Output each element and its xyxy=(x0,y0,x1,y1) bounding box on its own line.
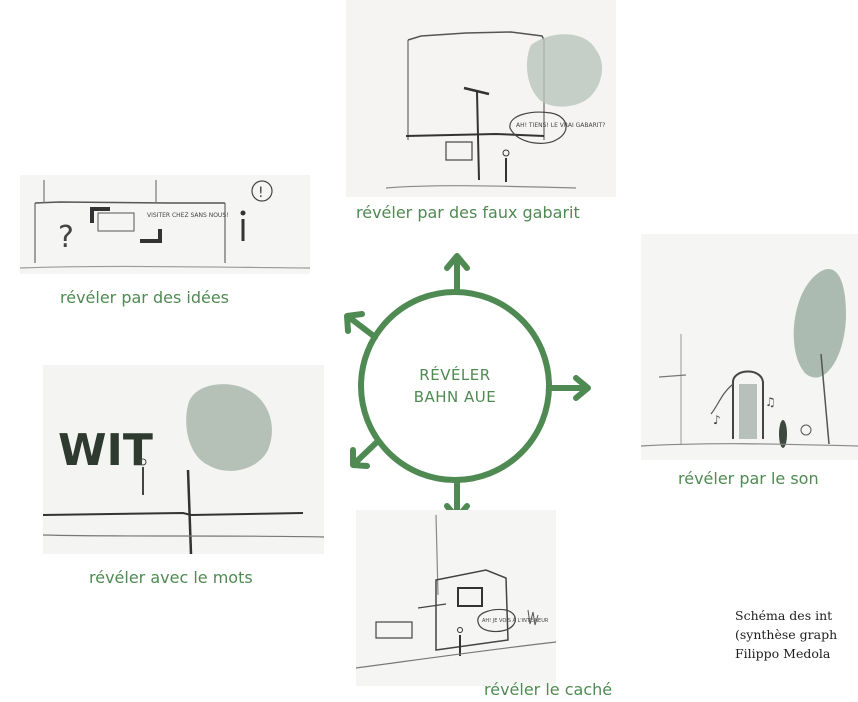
sketch-mots-drawing: WIT xyxy=(43,365,324,554)
sketch-faux-gabarit-drawing: AH! TIENS! LE VRAI GABARIT? xyxy=(346,0,616,197)
ideas-exclaim-mark: ! xyxy=(258,185,264,201)
svg-text:♫: ♫ xyxy=(765,395,776,409)
credit-line-1: Schéma des int xyxy=(735,608,833,623)
center-circle xyxy=(358,289,552,483)
arrow-up-left xyxy=(344,311,378,340)
sketch-idees-drawing: ? VISITER CHEZ SANS NOUS! ! xyxy=(20,175,310,274)
center-title-line-1: RÉVÉLER xyxy=(419,366,491,384)
svg-text:♪: ♪ xyxy=(713,413,721,427)
sketch-idees: ? VISITER CHEZ SANS NOUS! ! xyxy=(20,175,310,274)
gabarit-speech-text: AH! TIENS! LE VRAI GABARIT? xyxy=(516,122,605,129)
arrow-right xyxy=(547,375,591,401)
sketch-son-drawing: ♪ ♫ xyxy=(641,234,858,460)
center-title-line-2: BAHN AUE xyxy=(413,388,497,406)
arrow-down-left xyxy=(350,438,381,469)
sketch-cache-drawing: AH! JE VOIS À L'INTÉRIEUR xyxy=(356,510,556,686)
sketch-mots: WIT xyxy=(43,365,324,554)
credit-line-2: (synthèse graph xyxy=(735,627,838,642)
caption-cache: révéler le caché xyxy=(484,680,613,699)
credit-text: Schéma des int (synthèse graph Filippo M… xyxy=(735,606,837,663)
arrow-up xyxy=(444,253,470,295)
words-sketch-text: WIT xyxy=(58,425,153,476)
sketch-cache: AH! JE VOIS À L'INTÉRIEUR xyxy=(356,510,556,686)
ideas-sign-text: VISITER CHEZ SANS NOUS! xyxy=(147,212,229,219)
caption-idees: révéler par des idées xyxy=(60,288,230,307)
ideas-question-mark: ? xyxy=(58,220,74,255)
credit-line-3: Filippo Medola xyxy=(735,646,831,661)
hidden-speech-text: AH! JE VOIS À L'INTÉRIEUR xyxy=(482,616,549,624)
caption-son: révéler par le son xyxy=(678,469,819,488)
sketch-faux-gabarit: AH! TIENS! LE VRAI GABARIT? xyxy=(346,0,616,197)
caption-mots: révéler avec le mots xyxy=(89,568,253,587)
sketch-son: ♪ ♫ xyxy=(641,234,858,460)
caption-faux-gabarit: révéler par des faux gabarit xyxy=(356,203,580,222)
